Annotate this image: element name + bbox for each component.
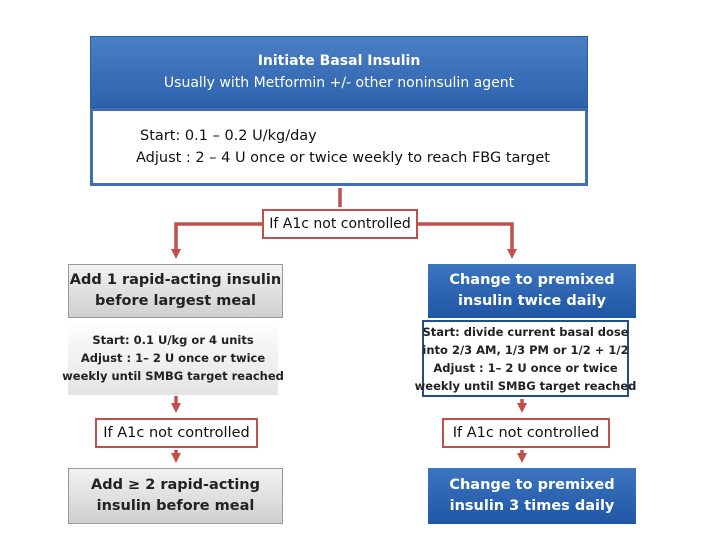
header-title: Initiate Basal Insulin [257, 53, 421, 69]
connector-decision-to-right [418, 222, 517, 259]
left-action1-line1: Add 1 rapid-acting insulin [69, 272, 282, 288]
rapid-acting-dosing-box: Start: 0.1 U/kg or 4 units Adjust : 1– 2… [62, 320, 284, 395]
right-action1-line1: Change to premixed [449, 272, 615, 288]
right-detail1-line2: into 2/3 AM, 1/3 PM or 1/2 + 1/2 [422, 342, 629, 357]
add-multiple-rapid-acting-box: Add ≥ 2 rapid-acting insulin before meal [68, 468, 283, 524]
initiate-basal-insulin-header: Initiate Basal Insulin Usually with Metf… [90, 36, 588, 108]
right-detail1-line3: Adjust : 1– 2 U once or twice [433, 360, 618, 375]
left-action2-line2: insulin before meal [96, 498, 255, 514]
left-decision-a1c-not-controlled: If A1c not controlled [95, 418, 258, 448]
left-action2-line1: Add ≥ 2 rapid-acting [90, 477, 261, 493]
decision-label: If A1c not controlled [269, 216, 411, 232]
add-rapid-acting-box: Add 1 rapid-acting insulin before larges… [68, 264, 283, 318]
right-action2-line2: insulin 3 times daily [449, 498, 615, 514]
right-action2-line1: Change to premixed [449, 477, 615, 493]
premixed-twice-daily-box: Change to premixed insulin twice daily [428, 264, 636, 318]
basal-start-text: Start: 0.1 – 0.2 U/kg/day [140, 128, 317, 144]
decision-a1c-not-controlled: If A1c not controlled [262, 209, 418, 239]
right-action1-line2: insulin twice daily [458, 293, 606, 309]
right-detail1-line1: Start: divide current basal dose [422, 324, 629, 339]
left-action1-line2: before largest meal [95, 293, 256, 309]
premixed-three-times-box: Change to premixed insulin 3 times daily [428, 468, 636, 524]
left-detail1-line1: Start: 0.1 U/kg or 4 units [92, 332, 254, 347]
right-decision2-label: If A1c not controlled [452, 425, 600, 441]
right-detail1-line4: weekly until SMBG target reached [414, 378, 637, 393]
left-detail1-line2: Adjust : 1– 2 U once or twice [80, 350, 266, 365]
connector-decision-to-left [171, 222, 262, 259]
basal-adjust-text: Adjust : 2 – 4 U once or twice weekly to… [136, 150, 550, 166]
basal-dosing-box: Start: 0.1 – 0.2 U/kg/day Adjust : 2 – 4… [90, 108, 588, 186]
premixed-dosing-box: Start: divide current basal dose into 2/… [415, 320, 636, 397]
right-decision-a1c-not-controlled: If A1c not controlled [442, 418, 610, 448]
header-subtitle: Usually with Metformin +/- other noninsu… [163, 75, 515, 91]
left-decision2-label: If A1c not controlled [103, 425, 250, 441]
left-detail1-line3: weekly until SMBG target reached [62, 368, 284, 383]
